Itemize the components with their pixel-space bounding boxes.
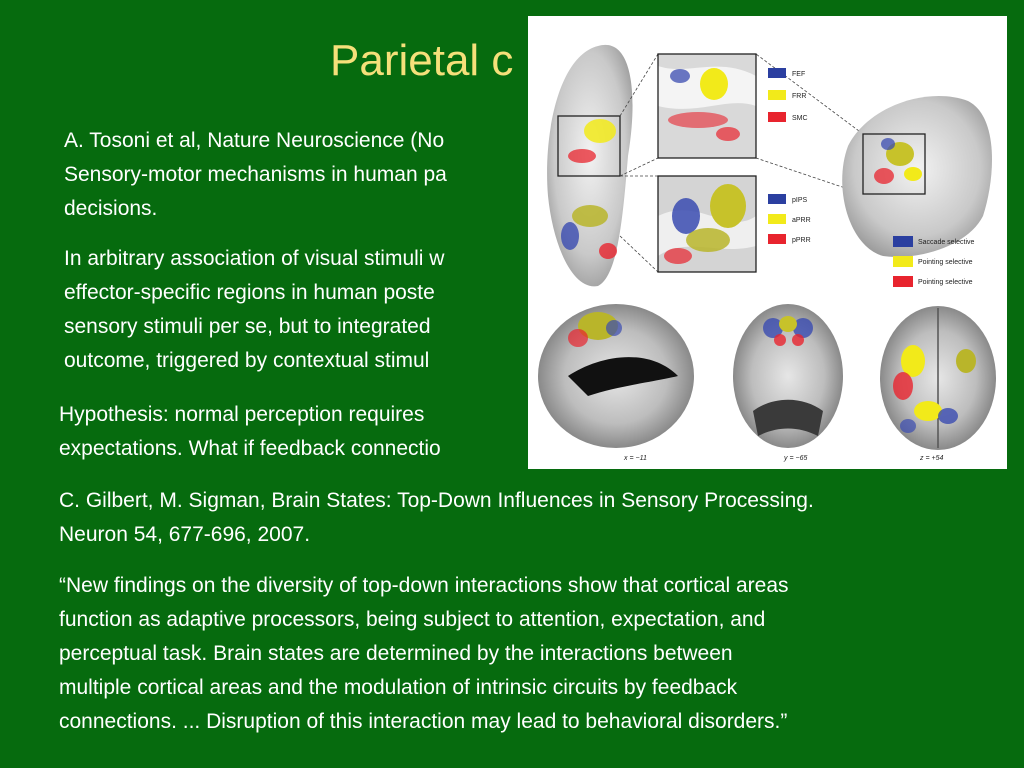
zoom-box-lower — [657, 175, 757, 273]
legend-label: Pointing selective — [918, 279, 973, 286]
gilbert-citation: C. Gilbert, M. Sigman, Brain States: Top… — [59, 484, 814, 552]
text-line: connections. ... Disruption of this inte… — [59, 710, 788, 733]
legend-label: SMC — [792, 115, 808, 122]
legend-label: FRR — [792, 93, 806, 100]
coord-label: y = −65 — [783, 455, 807, 462]
legend-upper: FEF FRR SMC — [768, 68, 808, 122]
coord-label: x = −11 — [623, 455, 647, 462]
brain-figure-svg: FEF FRR SMC pIPS aPRR pPRR Sacca — [538, 44, 996, 462]
text-line: function as adaptive processors, being s… — [59, 608, 766, 631]
slide-title: Parietal c — [330, 36, 514, 85]
legend-label: aPRR — [792, 217, 811, 224]
text-line: outcome, triggered by contextual stimul — [64, 349, 430, 372]
text-line: “New findings on the diversity of top-do… — [59, 574, 789, 597]
text-line: A. Tosoni et al, Nature Neuroscience (No — [64, 129, 445, 152]
hypothesis-paragraph: Hypothesis: normal perception requires e… — [59, 398, 441, 466]
zoom-box-upper — [657, 53, 757, 159]
text-line: C. Gilbert, M. Sigman, Brain States: Top… — [59, 489, 814, 512]
text-line: expectations. What if feedback connectio — [59, 437, 441, 460]
quote-paragraph: “New findings on the diversity of top-do… — [59, 569, 789, 739]
text-line: sensory stimuli per se, but to integrate… — [64, 315, 431, 338]
text-line: Hypothesis: normal perception requires — [59, 403, 425, 426]
text-line: In arbitrary association of visual stimu… — [64, 247, 445, 270]
legend-label: Pointing selective — [918, 259, 973, 266]
legend-label: Saccade selective — [918, 239, 975, 246]
text-line: effector-specific regions in human poste — [64, 281, 435, 304]
text-line: Sensory-motor mechanisms in human pa — [64, 163, 447, 186]
axial-slice — [880, 306, 996, 450]
coord-label: z = +54 — [919, 455, 943, 462]
legend-label: pIPS — [792, 197, 808, 204]
brain-figure: FEF FRR SMC pIPS aPRR pPRR Sacca — [528, 16, 1007, 469]
finding-paragraph: In arbitrary association of visual stimu… — [64, 242, 444, 378]
sagittal-slice — [538, 304, 694, 448]
text-line: multiple cortical areas and the modulati… — [59, 676, 738, 699]
text-line: perceptual task. Brain states are determ… — [59, 642, 733, 665]
tosoni-citation: A. Tosoni et al, Nature Neuroscience (No… — [64, 124, 447, 226]
coronal-slice — [733, 304, 843, 448]
legend-label: pPRR — [792, 237, 811, 244]
left-brain-surface — [547, 44, 633, 287]
legend-middle: pIPS aPRR pPRR — [768, 194, 811, 244]
text-line: Neuron 54, 677-696, 2007. — [59, 523, 311, 546]
text-line: decisions. — [64, 197, 158, 220]
zoom-lines — [619, 53, 864, 273]
right-brain-surface — [842, 96, 993, 257]
legend-right: Saccade selective Pointing selective Poi… — [893, 236, 975, 287]
legend-label: FEF — [792, 71, 805, 78]
